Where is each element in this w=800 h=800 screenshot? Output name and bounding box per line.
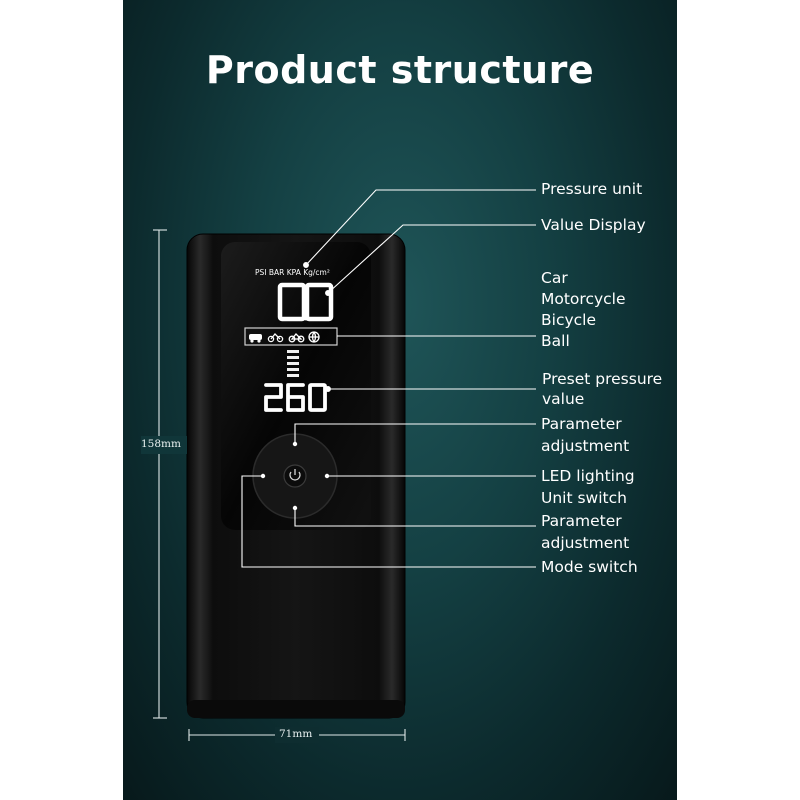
value-display-digits	[277, 282, 334, 322]
label-param-bottom-line1: Parameter	[541, 512, 622, 530]
label-car: Car	[541, 269, 568, 287]
label-value-display: Value Display	[541, 216, 646, 234]
label-bicycle: Bicycle	[541, 311, 596, 329]
label-param-top-line2: adjustment	[541, 437, 630, 455]
label-ball: Ball	[541, 332, 570, 350]
label-led-line2: Unit switch	[541, 489, 627, 507]
callout-mode	[241, 475, 536, 568]
bicycle-icon	[288, 333, 305, 343]
label-param-top-line1: Parameter	[541, 415, 622, 433]
pressure-level-bars	[287, 350, 299, 377]
callout-param-bottom	[294, 508, 536, 527]
car-icon	[249, 334, 262, 343]
label-led-line1: LED lighting	[541, 467, 635, 485]
label-param-bottom-line2: adjustment	[541, 534, 630, 552]
motorcycle-icon	[267, 333, 284, 343]
page-title: Product structure	[205, 48, 595, 92]
power-button[interactable]	[283, 464, 307, 488]
width-dimension-label: 71mm	[279, 728, 313, 740]
height-dimension-label: 158mm	[141, 438, 181, 450]
callout-pressure-unit	[305, 189, 536, 266]
label-mode-switch: Mode switch	[541, 558, 638, 576]
power-icon	[289, 469, 301, 481]
preset-display-digits	[264, 383, 327, 412]
diagram-panel: Product structure	[123, 0, 677, 800]
label-motorcycle: Motorcycle	[541, 290, 626, 308]
value-decimal-point	[303, 315, 309, 321]
label-pressure-unit: Pressure unit	[541, 180, 643, 198]
callout-lines	[241, 189, 536, 568]
screen-units-text: PSI BAR KPA Kg/cm²	[255, 268, 330, 277]
label-preset-line1: Preset pressure	[542, 370, 663, 388]
ball-icon	[308, 331, 320, 343]
callout-value-display	[327, 224, 536, 294]
callout-param-top	[294, 423, 536, 444]
label-preset-line2: value	[542, 390, 585, 408]
device-illustration	[141, 189, 536, 743]
device-bottom-edge	[187, 700, 405, 718]
